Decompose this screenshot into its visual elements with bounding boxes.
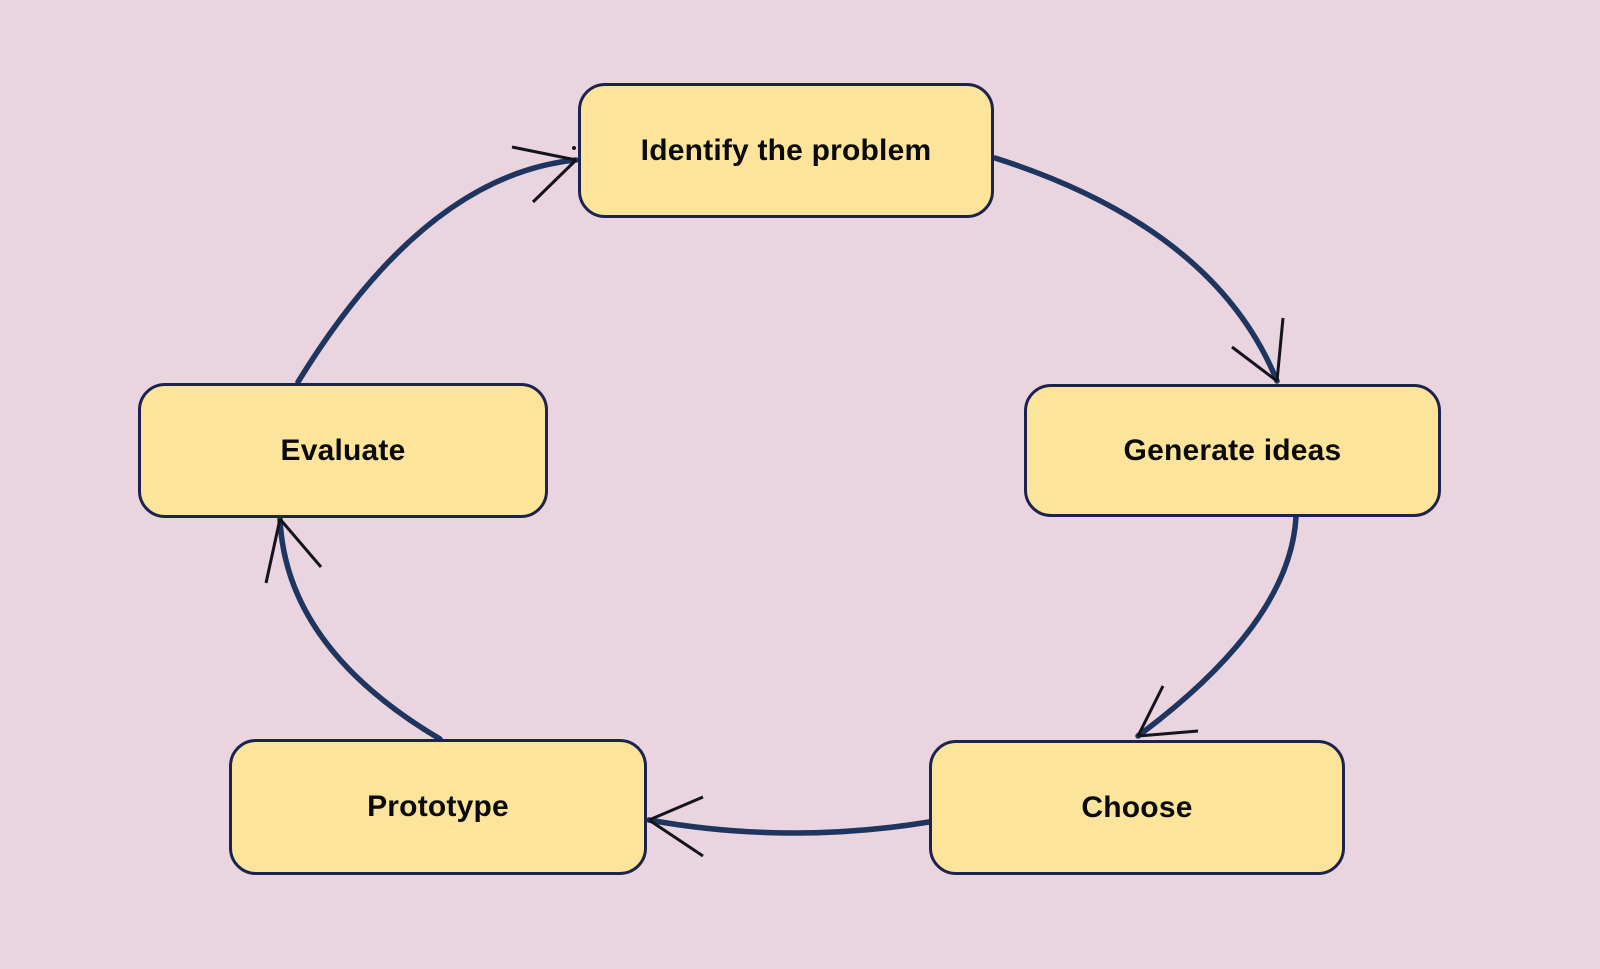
node-label-choose: Choose [1081, 790, 1193, 824]
node-prototype: Prototype [229, 739, 647, 875]
node-label-evaluate: Evaluate [280, 433, 406, 467]
node-choose: Choose [929, 740, 1345, 875]
node-label-generate-ideas: Generate ideas [1123, 433, 1342, 467]
node-label-prototype: Prototype [367, 790, 509, 823]
arrow-generate-to-choose [1135, 514, 1299, 739]
arrow-evaluate-to-identify [295, 145, 579, 385]
arrow-identify-to-generate [992, 155, 1285, 384]
node-identify-the-problem: Identify the problem [578, 83, 994, 218]
stray-dot [572, 146, 576, 150]
arrow-choose-to-prototype [646, 795, 932, 858]
node-evaluate: Evaluate [138, 383, 548, 518]
node-label-identify-the-problem: Identify the problem [640, 133, 932, 167]
arrow-prototype-to-evaluate [264, 516, 443, 742]
node-generate-ideas: Generate ideas [1024, 384, 1441, 517]
